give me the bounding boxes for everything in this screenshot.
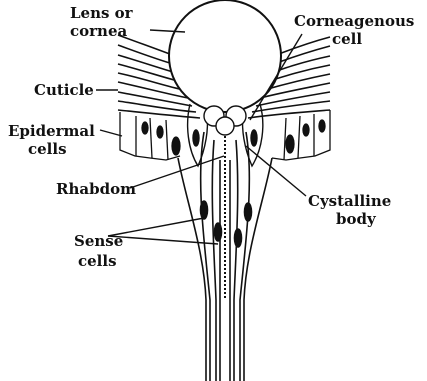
label-sense-line1: Sense (74, 232, 123, 250)
label-lens-line1: Lens or (70, 4, 134, 22)
label-sense-line2: cells (78, 252, 117, 270)
epidermal-cells-left (120, 112, 180, 160)
label-epidermal-line1: Epidermal (8, 122, 95, 140)
label-corneagenous-line2: cell (332, 30, 362, 48)
epidermal-cells-right (272, 110, 330, 160)
label-epidermal-line2: cells (28, 140, 67, 158)
label-crystalline-line1: Cystalline (308, 192, 391, 210)
label-lens-line2: cornea (70, 22, 127, 40)
label-cuticle: Cuticle (34, 81, 94, 99)
label-rhabdom: Rhabdom (56, 180, 136, 198)
label-crystalline-line2: body (336, 210, 377, 228)
label-corneagenous-line1: Corneagenous (294, 12, 414, 30)
